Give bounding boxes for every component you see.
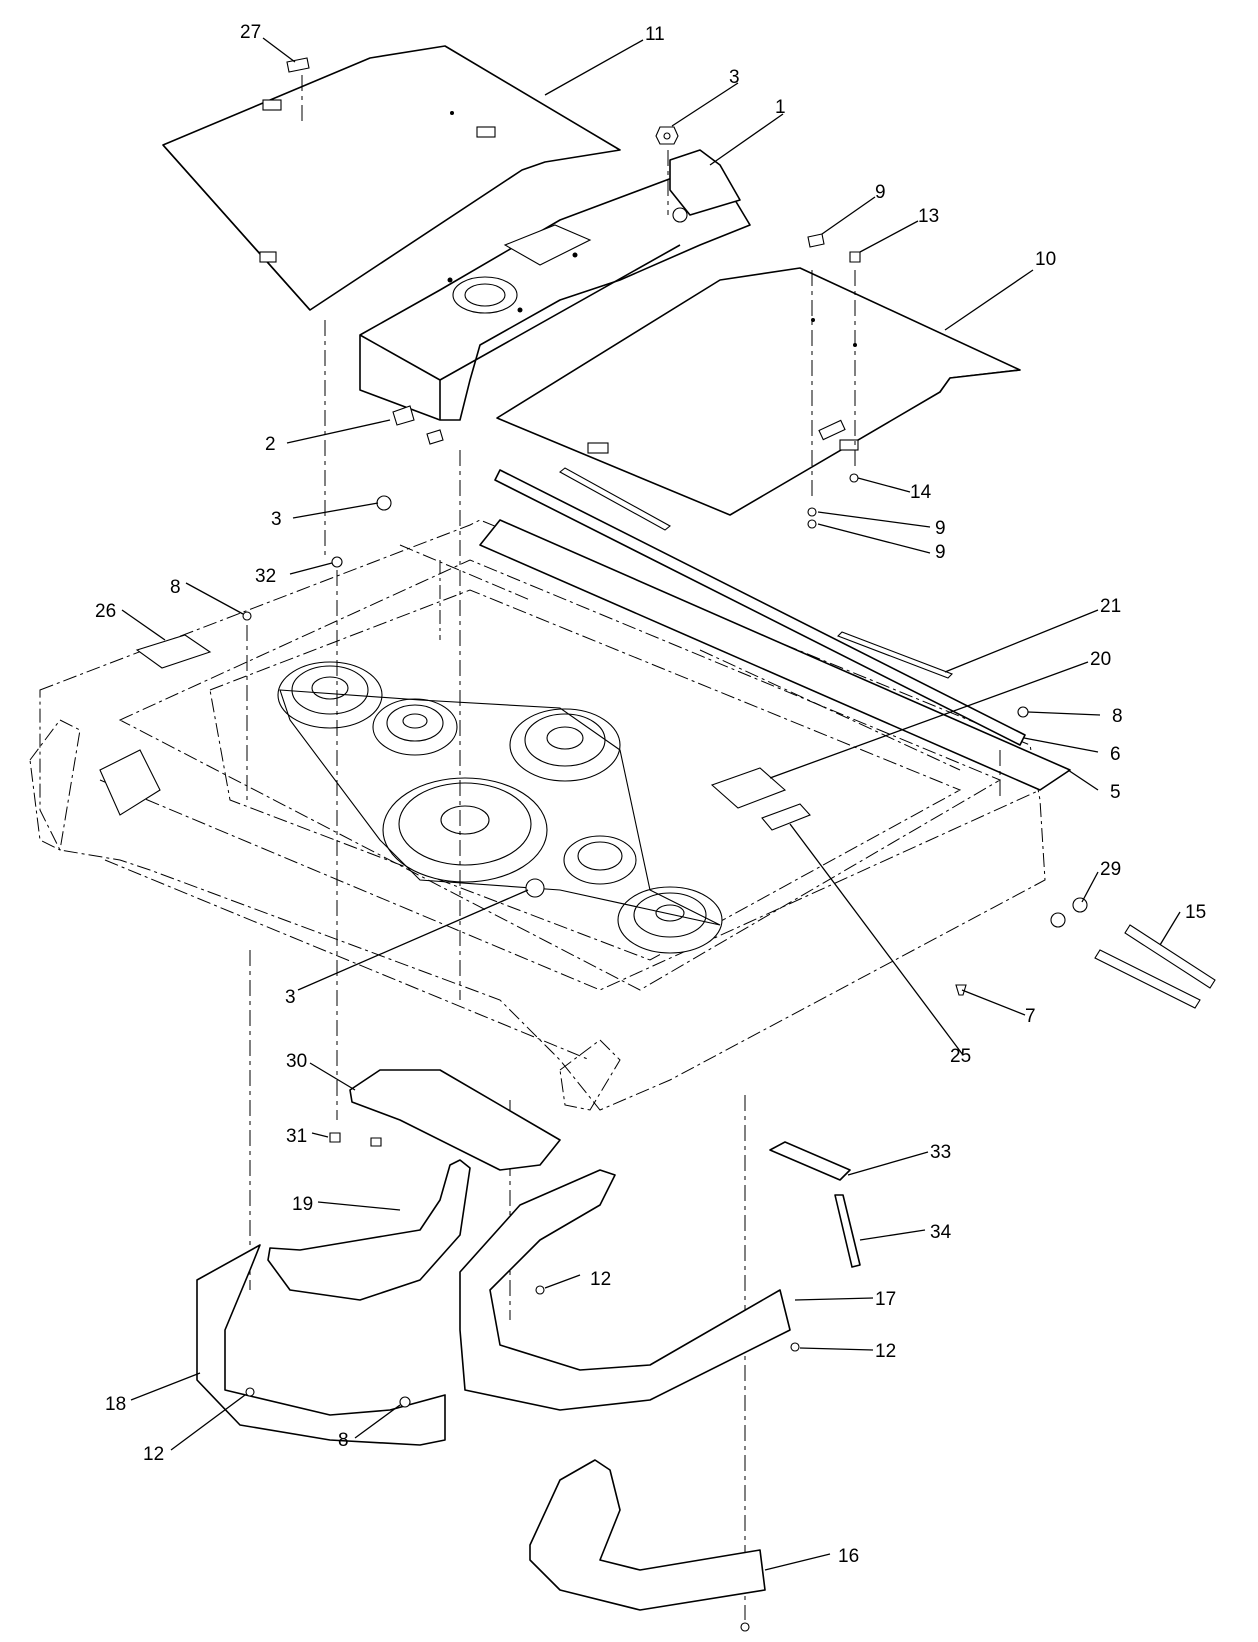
rods-15 [1094,924,1216,1009]
bracket-30 [349,1069,561,1171]
bolt-32 [331,556,343,568]
chute-18 [196,1244,446,1446]
screw-12a [535,1285,545,1295]
callout-13: 13 [918,206,939,227]
bolt-31b [370,1137,382,1147]
nut-8-left [242,611,252,621]
roller-assembly [29,719,621,1111]
callout-8-right: 8 [1112,706,1123,727]
deck-seal-strip-6 [494,469,1026,746]
decal-27 [286,57,310,73]
strip-21-upper [559,467,671,531]
callout-20: 20 [1090,649,1111,670]
screw-12c [245,1387,255,1397]
baffle-19 [267,1159,471,1301]
screw-12b [790,1342,800,1352]
callout-17: 17 [875,1289,896,1310]
callout-10: 10 [1035,249,1056,270]
callout-9-low: 9 [935,542,946,563]
callout-29: 29 [1100,859,1121,880]
callout-3-low: 3 [285,987,296,1008]
callout-1: 1 [775,97,786,118]
nut-3-lower [525,878,545,898]
nut-8-right [1017,706,1029,718]
callout-8-lower: 8 [338,1430,349,1451]
decal-25 [761,803,811,831]
callout-25: 25 [950,1046,971,1067]
left-belt-cover [162,45,621,311]
callout-11: 11 [645,24,665,45]
callout-34: 34 [930,1222,952,1243]
baffle-16 [529,1459,766,1611]
callout-16: 16 [838,1546,859,1567]
callout-12-right: 12 [875,1341,896,1362]
callout-26: 26 [95,601,116,622]
callout-21: 21 [1100,596,1121,617]
callout-2: 2 [265,434,276,455]
callout-15: 15 [1185,902,1206,923]
callout-3-mid: 3 [271,509,282,530]
strip-21 [837,631,953,679]
screw-16-bottom [740,1622,750,1632]
callout-27: 27 [240,22,261,43]
callout-9-mid: 9 [935,518,946,539]
callout-9-top: 9 [875,182,886,203]
pulley-assembly [277,661,723,954]
callout-3-top: 3 [729,67,740,88]
callout-12-top: 12 [590,1269,611,1290]
cover-right-tab-2 [839,439,859,451]
bracket-33 [769,1141,851,1181]
callout-6: 6 [1110,744,1121,765]
bolt-2 [392,405,444,445]
callout-8-left: 8 [170,577,181,598]
callout-5: 5 [1110,782,1121,803]
nut-3-mid [376,495,392,511]
cover-left-tab-3 [259,251,277,263]
bolt-31a [329,1132,341,1143]
drive-belt [279,689,721,926]
pin-34 [834,1194,861,1268]
bolt-9a [807,507,817,517]
cover-right-slot [818,419,846,441]
decal-20 [710,767,787,809]
callout-31: 31 [286,1126,307,1147]
bolt-13 [849,251,861,263]
decal-26 [135,634,212,669]
leader-lines [121,37,1181,1571]
bolt-9b [807,519,817,529]
callout-32: 32 [255,566,276,587]
baffle-17 [459,1169,791,1411]
center-housing [359,149,751,421]
washer-29a [1072,897,1088,913]
cover-right-tab-1 [587,442,609,454]
washer-29b [1050,912,1066,928]
callout-30: 30 [286,1051,307,1072]
assembly-centerlines [246,270,1001,1620]
callout-labels: 27 11 3 1 9 13 10 2 14 3 9 9 32 8 26 21 … [95,22,1206,1567]
callout-33: 33 [930,1142,951,1163]
callout-7: 7 [1025,1006,1036,1027]
screw-7 [955,984,967,996]
clip-9-top [807,233,825,248]
callout-14: 14 [910,482,932,503]
cover-left-tab-1 [262,99,282,111]
nut-8-lower [399,1396,411,1408]
nut-14 [849,473,859,483]
callout-18: 18 [105,1394,126,1415]
cover-left-tab-2 [476,126,496,138]
callout-12-left: 12 [143,1444,164,1465]
right-belt-cover [496,267,1021,516]
callout-19: 19 [292,1194,313,1215]
nut-3-top [655,126,679,145]
